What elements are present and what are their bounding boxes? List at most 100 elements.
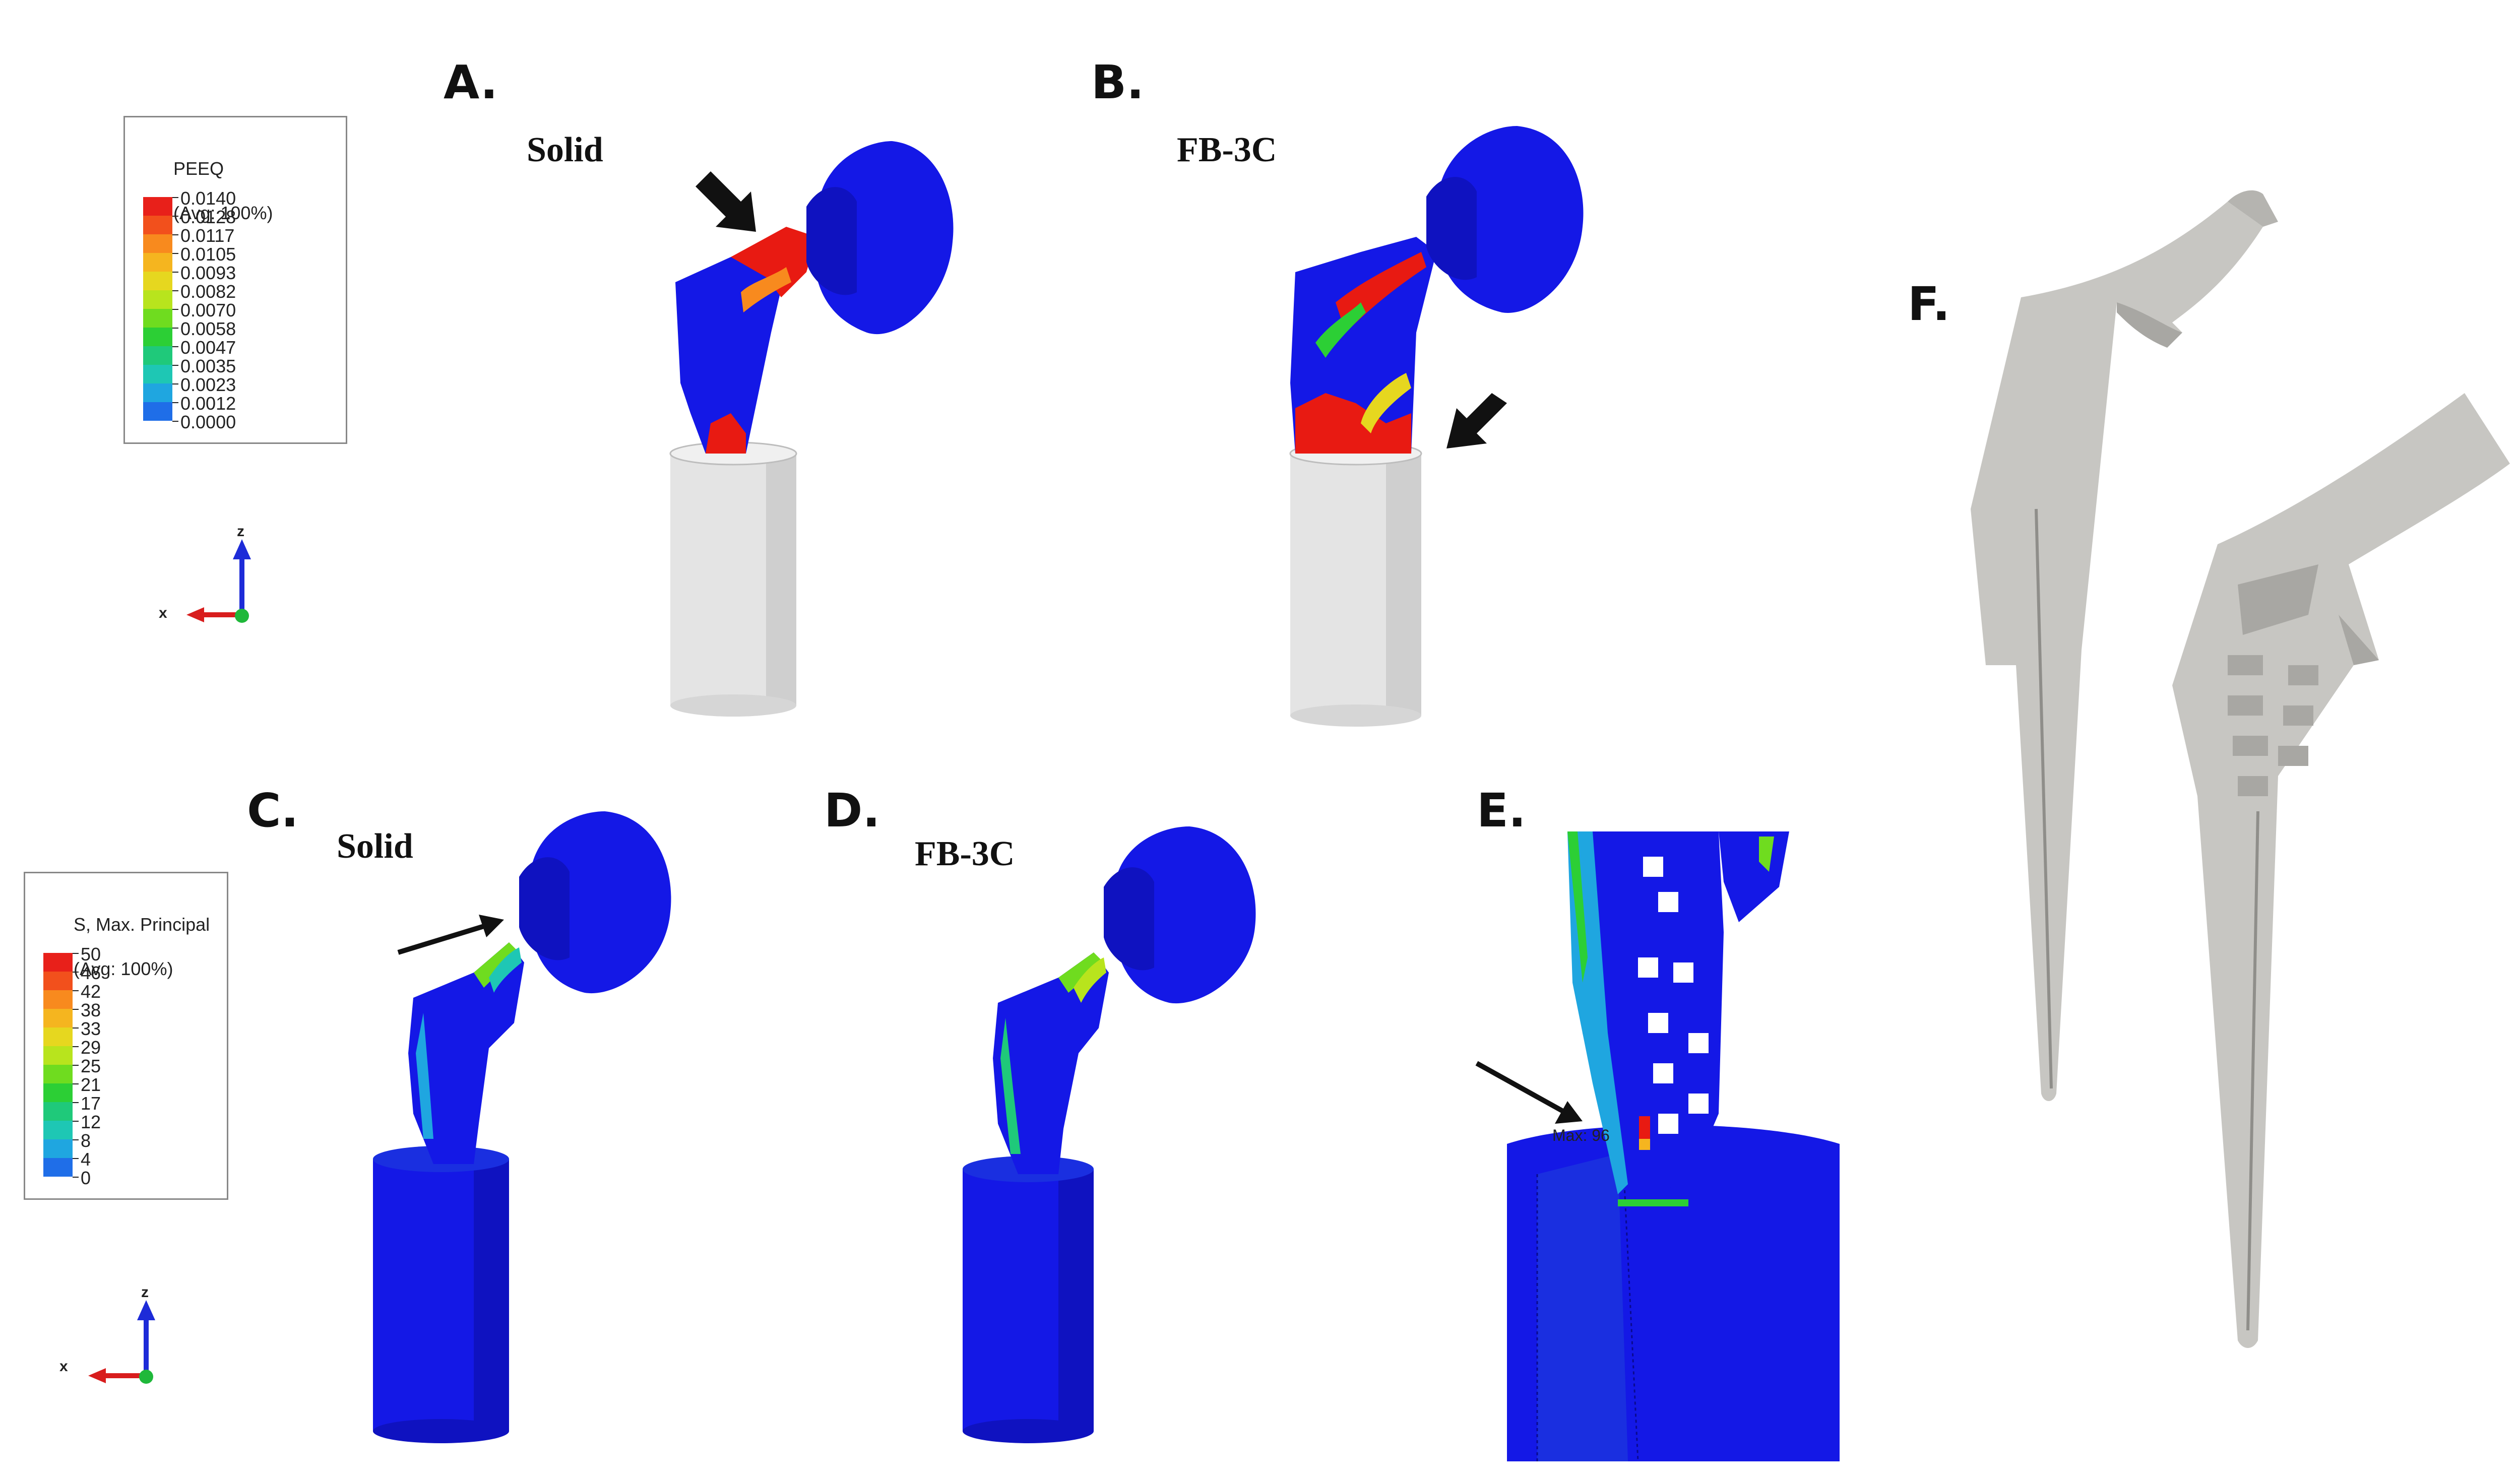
legend-swatch [143, 346, 172, 365]
panel-f-implants [1971, 190, 2510, 1348]
legend-tick [172, 216, 178, 217]
panel-b-title: FB-3C [1177, 131, 1277, 169]
panel-c-title: Solid [337, 827, 413, 866]
legend-tick [73, 972, 79, 973]
legend-tick [172, 328, 178, 329]
legend-tick [172, 383, 178, 384]
legend-swatch [143, 272, 172, 290]
legend-value: 0.0128 [180, 207, 236, 227]
panel-d-model [963, 826, 1256, 1443]
panel-b-model [1289, 126, 1584, 727]
legend-swatch [43, 1083, 73, 1102]
legend-value: 21 [81, 1074, 101, 1095]
legend-value: 0.0012 [180, 393, 236, 414]
legend-peeq-title: PEEQ (Avg: 100%) [143, 136, 273, 246]
triad-bottom-z-label: z [141, 1284, 149, 1301]
legend-value: 0.0035 [180, 356, 236, 376]
panel-c-arrow [397, 915, 504, 955]
triad-top-x-label: x [159, 605, 167, 621]
legend-value: 8 [81, 1130, 91, 1151]
legend-value: 29 [81, 1037, 101, 1058]
legend-value: 38 [81, 1000, 101, 1020]
legend-tick [172, 197, 178, 198]
legend-tick [73, 1083, 79, 1084]
legend-tick [172, 234, 178, 235]
legend-value: 0 [81, 1168, 91, 1188]
legend-tick [73, 990, 79, 991]
legend-swatch [43, 953, 73, 972]
legend-swatch [43, 1009, 73, 1027]
legend-value: 0.0070 [180, 300, 236, 320]
legend-value: 0.0093 [180, 263, 236, 283]
legend-tick [73, 953, 79, 954]
legend-value: 0.0140 [180, 188, 236, 209]
legend-tick [172, 402, 178, 403]
panel-d-letter: D. [824, 784, 880, 838]
legend-tick [73, 1027, 79, 1029]
legend-value: 33 [81, 1018, 101, 1039]
panel-a-title: Solid [527, 131, 603, 169]
legend-swatch [143, 253, 172, 272]
legend-tick [73, 1121, 79, 1122]
legend-value: 0.0000 [180, 412, 236, 432]
legend-value: 0.0105 [180, 244, 236, 265]
legend-swatch [43, 972, 73, 990]
legend-value: 4 [81, 1149, 91, 1170]
legend-swatch [43, 1158, 73, 1177]
legend-stress-title-line2: (Avg: 100%) [74, 958, 173, 979]
legend-swatch [143, 328, 172, 346]
panel-b-letter: B. [1091, 55, 1145, 109]
triad-top-z-label: z [237, 523, 244, 540]
legend-tick [73, 1102, 79, 1103]
legend-value: 46 [81, 962, 101, 983]
legend-swatch [143, 197, 172, 216]
legend-tick [172, 253, 178, 254]
legend-value: 0.0047 [180, 337, 236, 358]
legend-value: 42 [81, 981, 101, 1002]
legend-tick [172, 272, 178, 273]
panel-e-max-label: Max: 96 [1552, 1126, 1610, 1144]
legend-tick [172, 290, 178, 291]
legend-stress-title: S, Max. Principal (Avg: 100%) [43, 891, 210, 1002]
legend-value: 17 [81, 1093, 101, 1114]
panel-d-title: FB-3C [915, 834, 1015, 873]
legend-tick [73, 1065, 79, 1066]
triad-bottom-x-label: x [59, 1358, 68, 1375]
legend-swatch [143, 216, 172, 234]
legend-swatch [143, 234, 172, 253]
panel-c-model [373, 811, 671, 1443]
legend-tick [172, 421, 178, 422]
panel-a-model [669, 141, 954, 717]
legend-value: 0.0082 [180, 281, 236, 302]
legend-tick [172, 365, 178, 366]
legend-value: 0.0117 [180, 225, 235, 246]
legend-value: 0.0058 [180, 318, 236, 339]
legend-swatch [143, 365, 172, 383]
panel-b-arrow [1446, 393, 1507, 448]
legend-swatch [143, 309, 172, 328]
legend-tick [73, 1158, 79, 1159]
legend-swatch [143, 383, 172, 402]
coordinate-triad-bottom [88, 1300, 155, 1384]
legend-tick [73, 1139, 79, 1140]
legend-swatch [143, 290, 172, 309]
panel-a-arrow [696, 171, 756, 232]
legend-tick [73, 1009, 79, 1010]
legend-value: 0.0023 [180, 374, 236, 395]
legend-swatch [43, 1102, 73, 1121]
legend-swatch [43, 1139, 73, 1158]
panel-a-letter: A. [444, 55, 498, 109]
panel-f-letter: F. [1908, 277, 1950, 331]
coordinate-triad-top [186, 539, 251, 623]
legend-swatch [43, 990, 73, 1009]
panel-e-letter: E. [1477, 784, 1526, 838]
legend-value: 50 [81, 944, 101, 965]
legend-swatch [43, 1121, 73, 1139]
legend-tick [73, 1177, 79, 1178]
panel-e-model [1507, 831, 1840, 1462]
legend-peeq-title-line2: (Avg: 100%) [173, 203, 273, 223]
legend-swatch [143, 402, 172, 421]
